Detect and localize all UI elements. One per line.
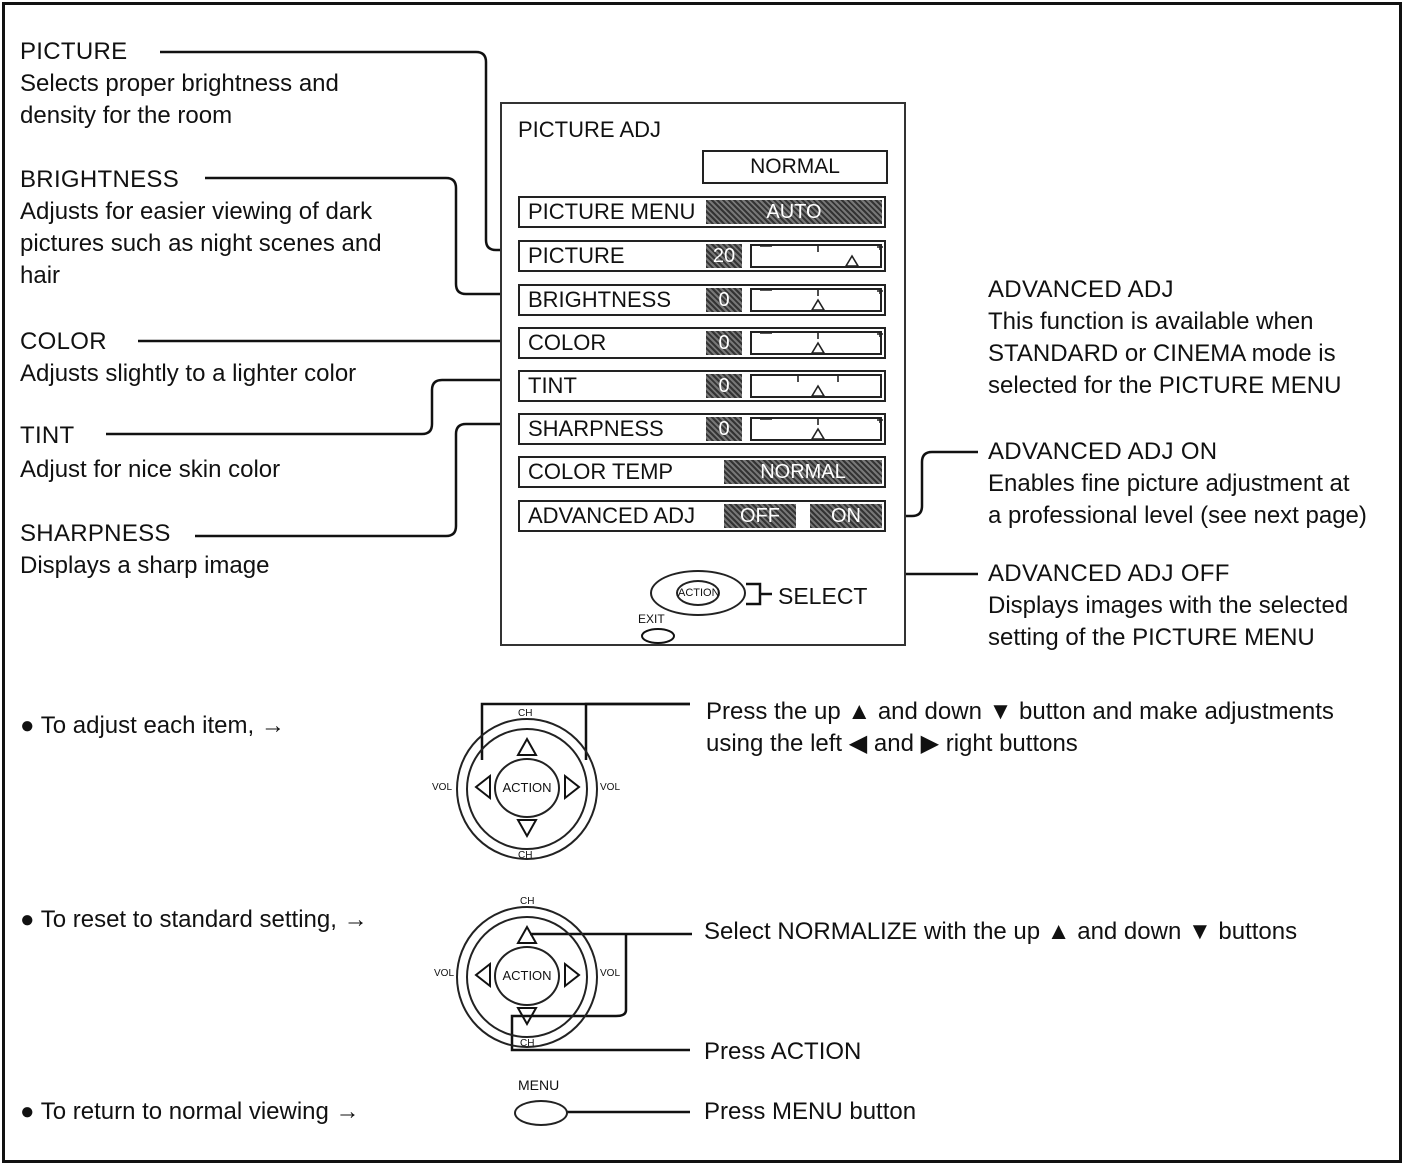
osd-row-color-temp[interactable]: COLOR TEMP NORMAL <box>518 456 886 488</box>
osd-row-picture-menu[interactable]: PICTURE MENU AUTO <box>518 196 886 228</box>
vol-label-right-1: VOL <box>600 782 621 793</box>
osd-row-label: PICTURE MENU <box>528 199 696 224</box>
ch-label-top-2: CH <box>520 896 535 907</box>
step-return-desc-1: Press MENU button <box>704 1098 917 1125</box>
osd-row-label: BRIGHTNESS <box>528 287 672 312</box>
action-button-icon: ACTION <box>676 580 720 606</box>
note-adv-off-body-1: Displays images with the selected <box>988 592 1349 619</box>
note-sharpness-body-1: Displays a sharp image <box>20 552 270 579</box>
note-tint-body-1: Adjust for nice skin color <box>20 456 281 483</box>
step-reset-desc-1: Select NORMALIZE with the up ▲ and down … <box>704 918 1298 945</box>
step-reset-desc-2: Press ACTION <box>704 1038 862 1065</box>
step-reset: ● To reset to standard setting, → <box>20 906 368 933</box>
osd-row-color[interactable]: COLOR 0 <box>518 327 886 359</box>
osd-row-label: ADVANCED ADJ <box>528 503 696 528</box>
osd-value-color-temp: NORMAL <box>724 460 882 484</box>
step-adjust-desc-1: Press the up ▲ and down ▼ button and mak… <box>706 698 1334 725</box>
note-brightness-title: BRIGHTNESS <box>20 166 180 193</box>
note-adv-off-body-2: setting of the PICTURE MENU <box>988 624 1315 651</box>
note-brightness-body-2: pictures such as night scenes and <box>20 230 382 257</box>
osd-value-sharpness: 0 <box>706 417 742 441</box>
action-pad-icon <box>650 570 746 616</box>
note-picture-title: PICTURE <box>20 38 128 65</box>
osd-value-color: 0 <box>706 331 742 355</box>
note-brightness-body-1: Adjusts for easier viewing of dark <box>20 198 373 225</box>
osd-row-label: COLOR <box>528 330 607 355</box>
note-color-title: COLOR <box>20 328 107 355</box>
note-brightness-body-3: hair <box>20 262 61 289</box>
osd-slider-picture[interactable] <box>750 244 882 268</box>
note-advanced-adj-body-3: selected for the PICTURE MENU <box>988 372 1342 399</box>
step-adjust-item: ● To adjust each item, → <box>20 712 285 739</box>
remote-pad-1-ring-icon <box>466 728 588 850</box>
note-tint-title: TINT <box>20 422 75 449</box>
remote-action-button-2-icon: ACTION <box>494 946 560 1006</box>
ch-label-bottom-1: CH <box>518 850 533 861</box>
osd-slider-sharpness[interactable] <box>750 417 882 441</box>
osd-value-picture: 20 <box>706 244 742 268</box>
osd-row-picture[interactable]: PICTURE 20 <box>518 240 886 272</box>
menu-label: MENU <box>518 1077 560 1093</box>
note-adv-on-body-1: Enables fine picture adjustment at <box>988 470 1350 497</box>
osd-title: PICTURE ADJ <box>518 117 662 142</box>
remote-pad-2-ring-icon <box>466 916 588 1038</box>
note-adv-on-title: ADVANCED ADJ ON <box>988 438 1218 465</box>
vol-label-left-2: VOL <box>434 968 455 979</box>
note-advanced-adj-body-1: This function is available when <box>988 308 1314 335</box>
note-adv-on-body-2: a professional level (see next page) <box>988 502 1367 529</box>
osd-value-brightness: 0 <box>706 288 742 312</box>
remote-action-button-1-icon: ACTION <box>494 758 560 818</box>
note-advanced-adj-title: ADVANCED ADJ <box>988 276 1174 303</box>
note-color-body-1: Adjusts slightly to a lighter color <box>20 360 357 387</box>
note-picture-body-1: Selects proper brightness and <box>20 70 339 97</box>
exit-label: EXIT <box>638 612 665 626</box>
note-picture-body-2: density for the room <box>20 102 233 129</box>
osd-value-adv-off[interactable]: OFF <box>724 504 796 528</box>
remote-pad-1-outer-icon <box>456 718 598 860</box>
note-sharpness-title: SHARPNESS <box>20 520 171 547</box>
osd-row-sharpness[interactable]: SHARPNESS 0 <box>518 413 886 445</box>
osd-row-label: COLOR TEMP <box>528 459 674 484</box>
osd-slider-brightness[interactable] <box>750 288 882 312</box>
menu-button-icon <box>514 1100 568 1126</box>
osd-value-adv-on[interactable]: ON <box>810 504 882 528</box>
ch-label-top-1: CH <box>518 708 533 719</box>
step-adjust-desc-2: using the left ◀ and ▶ right buttons <box>706 730 1078 757</box>
osd-mode-box[interactable]: NORMAL <box>702 150 888 184</box>
vol-label-left-1: VOL <box>432 782 453 793</box>
osd-row-tint[interactable]: TINT 0 <box>518 370 886 402</box>
osd-row-label: PICTURE <box>528 243 625 268</box>
step-return: ● To return to normal viewing → <box>20 1098 360 1125</box>
note-advanced-adj-body-2: STANDARD or CINEMA mode is <box>988 340 1336 367</box>
osd-slider-color[interactable] <box>750 331 882 355</box>
osd-value-picture-menu: AUTO <box>706 200 882 224</box>
osd-row-brightness[interactable]: BRIGHTNESS 0 <box>518 284 886 316</box>
vol-label-right-2: VOL <box>600 968 621 979</box>
osd-slider-tint[interactable] <box>750 374 882 398</box>
note-adv-off-title: ADVANCED ADJ OFF <box>988 560 1230 587</box>
osd-row-advanced-adj[interactable]: ADVANCED ADJ OFF ON <box>518 500 886 532</box>
osd-value-tint: 0 <box>706 374 742 398</box>
select-label: SELECT <box>778 583 868 609</box>
osd-row-label: SHARPNESS <box>528 416 664 441</box>
ch-label-bottom-2: CH <box>520 1038 535 1049</box>
osd-row-label: TINT <box>528 373 577 398</box>
remote-pad-2-outer-icon <box>456 906 598 1048</box>
